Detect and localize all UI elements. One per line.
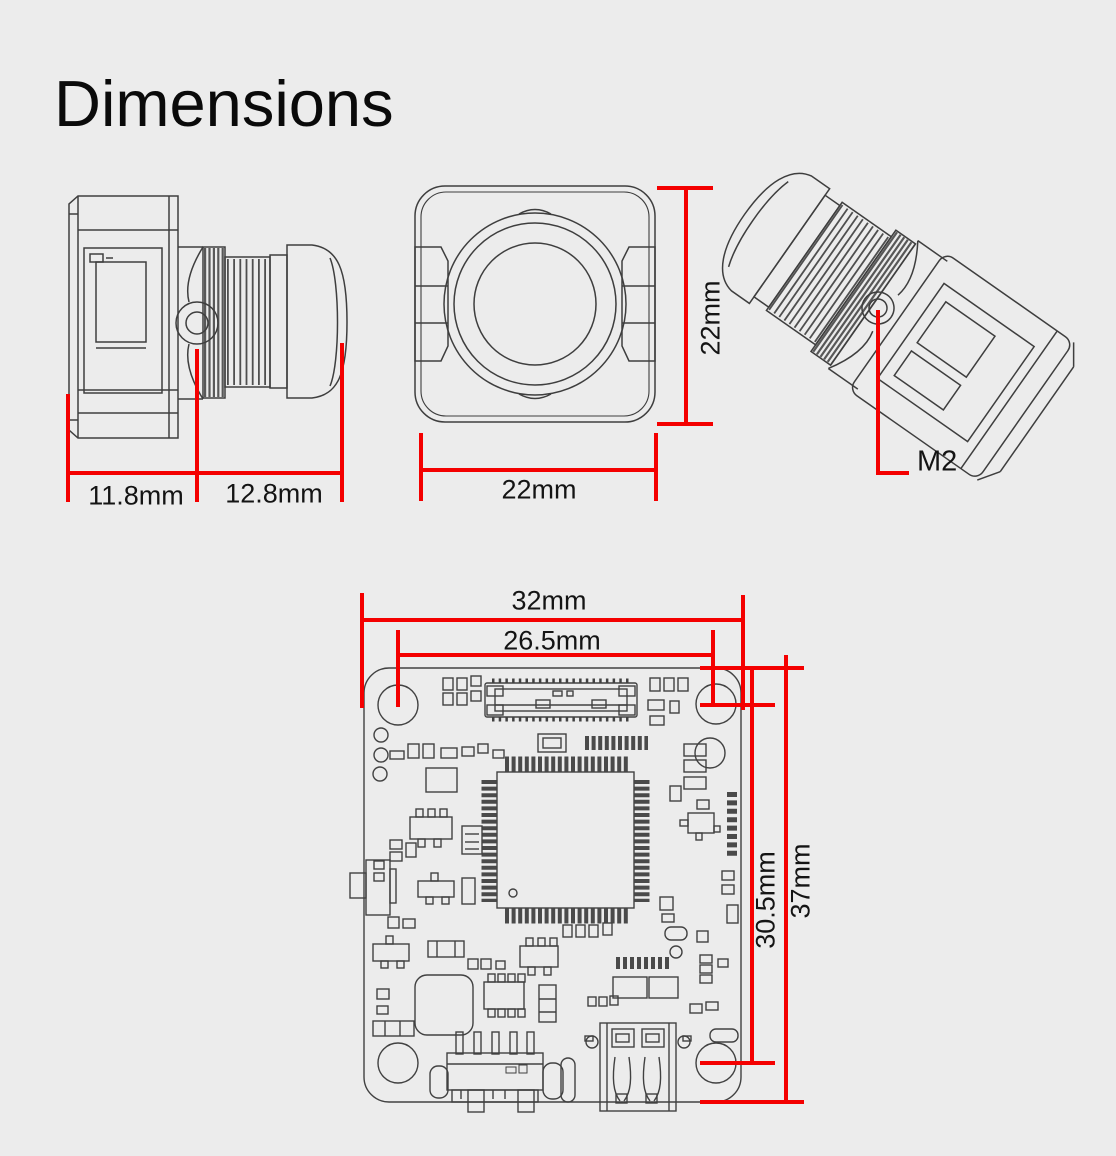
- dim-label-board-width: 32mm: [511, 585, 587, 616]
- page-title: Dimensions: [54, 67, 394, 140]
- camera-perspective-view-drawing: [721, 172, 1075, 481]
- dim-label-front-width: 22mm: [501, 474, 577, 505]
- dim-label-hole-spacing-v: 30.5mm: [750, 851, 781, 949]
- dim-label-body-depth: 11.8mm: [88, 480, 184, 511]
- fpc-connector: [484, 678, 638, 722]
- camera-front-view-drawing: [414, 185, 656, 423]
- dim-label-lens-length: 12.8mm: [225, 478, 323, 509]
- main-chip: [481, 756, 650, 924]
- usb-connector: [584, 1022, 692, 1112]
- dim-label-mount-thread: M2: [917, 445, 958, 478]
- camera-side-view-drawing: [68, 195, 348, 439]
- jst-connector: [429, 1031, 576, 1113]
- smd-components: [372, 675, 739, 1043]
- dim-label-hole-spacing-h: 26.5mm: [503, 625, 601, 656]
- dimension-lines: [66, 186, 909, 1104]
- pcb-top-view-drawing: [349, 667, 742, 1113]
- dim-label-front-height: 22mm: [695, 280, 726, 356]
- side-button: [349, 859, 397, 916]
- dim-label-board-height: 37mm: [785, 843, 816, 919]
